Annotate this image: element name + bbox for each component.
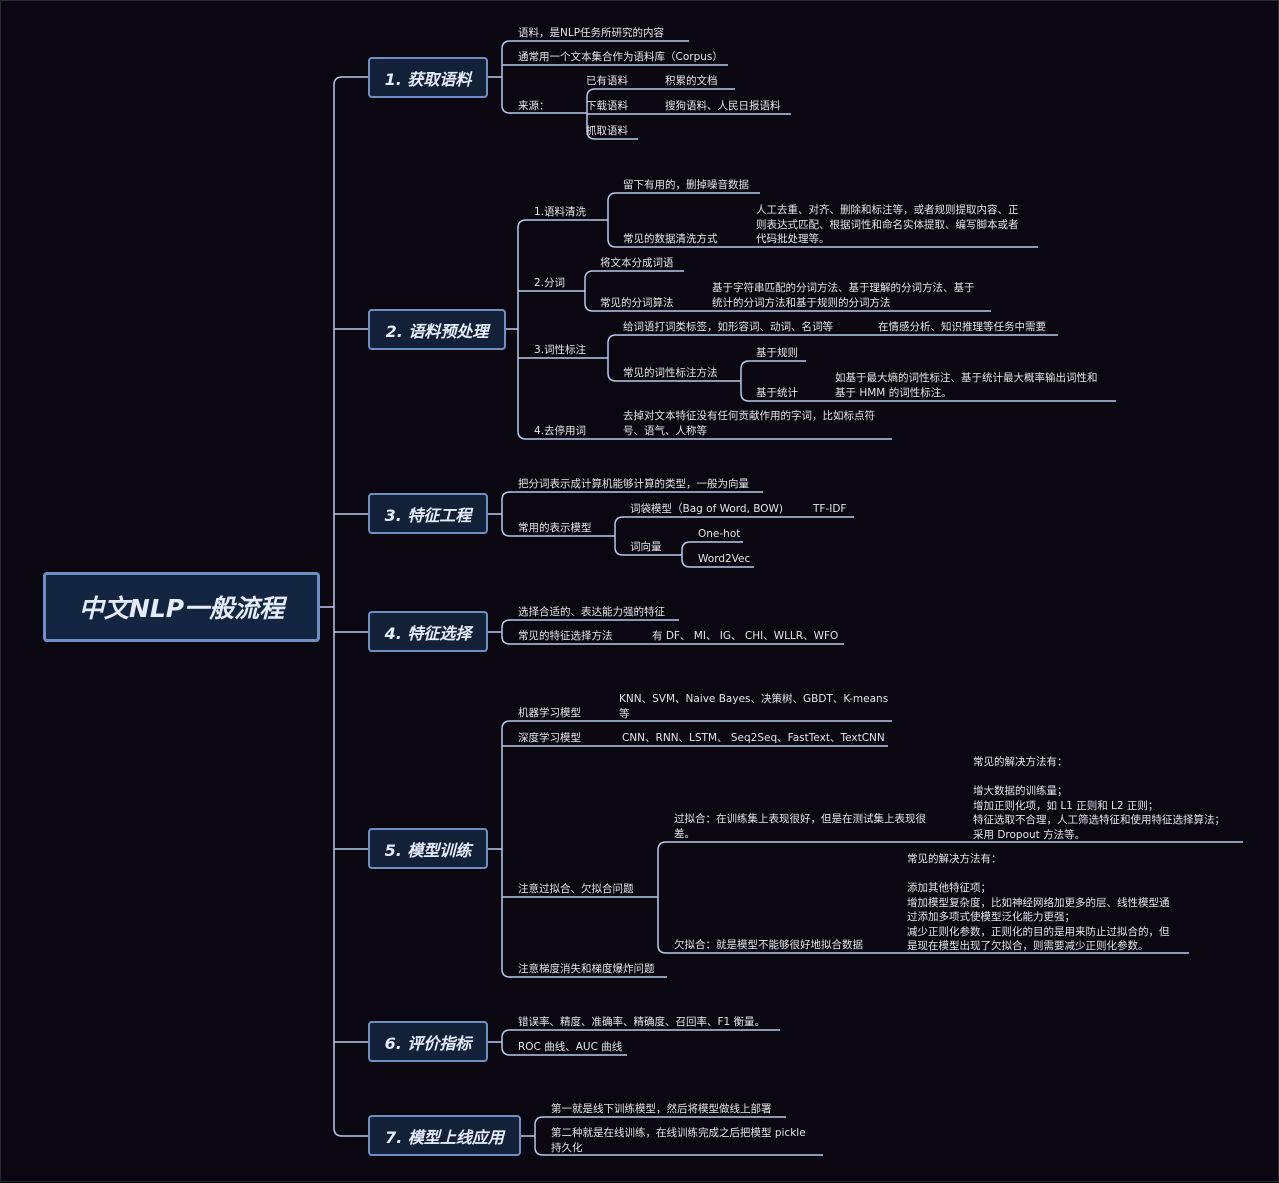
topic-label[interactable]: 第一就是线下训练模型，然后将模型做线上部署: [551, 1103, 772, 1115]
topic-label[interactable]: 3.词性标注: [534, 344, 587, 356]
root-label: 中文NLP一般流程: [78, 594, 285, 623]
branch-title: 2. 语料预处理: [385, 321, 489, 341]
topic-label[interactable]: 通常用一个文本集合作为语料库（Corpus）: [518, 51, 723, 63]
branch-node-1[interactable]: 1. 获取语料: [368, 57, 488, 98]
topic-label[interactable]: 语料，是NLP任务所研究的内容: [518, 27, 665, 39]
topic-label[interactable]: 来源：: [518, 100, 550, 112]
branch-title: 7. 模型上线应用: [385, 1127, 504, 1147]
branch-title: 4. 特征选择: [384, 623, 472, 643]
topic-label[interactable]: 下载语料: [586, 100, 628, 112]
topic-detail[interactable]: 搜狗语料、人民日报语料: [665, 100, 781, 112]
topic-label[interactable]: 留下有用的，删掉噪音数据: [623, 179, 749, 191]
topic-label[interactable]: 把分词表示成计算机能够计算的类型，一般为向量: [518, 478, 749, 490]
topic-label[interactable]: 欠拟合：就是模型不能够很好地拟合数据: [674, 939, 863, 951]
topic-label[interactable]: 词袋模型（Bag of Word, BOW): [630, 503, 784, 515]
branch-node-3[interactable]: 3. 特征工程: [368, 493, 488, 534]
topic-label[interactable]: 常见的分词算法: [600, 297, 674, 309]
topic-detail[interactable]: TF-IDF: [813, 503, 847, 515]
topic-label[interactable]: One-hot: [698, 528, 741, 540]
topic-label[interactable]: ROC 曲线、AUC 曲线: [518, 1041, 623, 1053]
topic-label[interactable]: 机器学习模型: [518, 707, 581, 719]
topic-label[interactable]: 深度学习模型: [518, 732, 581, 744]
topic-label[interactable]: 常见的特征选择方法: [518, 630, 613, 642]
topic-label[interactable]: 过拟合：在训练集上表现很好，但是在测试集上表现很 差。: [674, 813, 926, 840]
topic-label[interactable]: 已有语料: [586, 75, 628, 87]
topic-detail[interactable]: 如基于最大熵的词性标注、基于统计最大概率输出词性和 基于 HMM 的词性标注。: [835, 372, 1098, 399]
branch-node-5[interactable]: 5. 模型训练: [368, 828, 488, 869]
topic-label[interactable]: 常见的词性标注方法: [623, 367, 718, 379]
branch-title: 5. 模型训练: [384, 840, 472, 860]
topic-label[interactable]: 常用的表示模型: [518, 522, 592, 534]
topic-detail[interactable]: 基于字符串匹配的分词方法、基于理解的分词方法、基于 统计的分词方法和基于规则的分…: [712, 282, 975, 309]
topic-label[interactable]: 基于统计: [756, 387, 798, 399]
topic-label[interactable]: 给词语打词类标签，如形容词、动词、名词等: [623, 321, 833, 333]
topic-label[interactable]: 注意过拟合、欠拟合问题: [518, 883, 634, 895]
topic-label[interactable]: 错误率、精度、准确率、精确度、召回率、F1 衡量。: [518, 1016, 766, 1028]
branch-node-7[interactable]: 7. 模型上线应用: [368, 1115, 521, 1156]
topic-detail[interactable]: 人工去重、对齐、删除和标注等，或者规则提取内容、正 则表达式匹配、根据词性和命名…: [756, 204, 1019, 245]
topic-detail[interactable]: 在情感分析、知识推理等任务中需要: [878, 321, 1046, 333]
topic-detail[interactable]: 积累的文档: [665, 75, 718, 87]
branch-title: 6. 评价指标: [384, 1033, 472, 1053]
topic-label[interactable]: 词向量: [630, 541, 662, 553]
topic-detail[interactable]: 去掉对文本特征没有任何贡献作用的字词，比如标点符 号、语气、人称等: [623, 410, 875, 437]
branch-node-2[interactable]: 2. 语料预处理: [368, 309, 506, 350]
topic-label[interactable]: 4.去停用词: [534, 425, 587, 437]
topic-detail[interactable]: KNN、SVM、Naive Bayes、决策树、GBDT、K-means 等: [619, 693, 889, 720]
topic-detail[interactable]: 有 DF、 MI、 IG、 CHI、WLLR、WFO: [652, 630, 839, 642]
branch-title: 1. 获取语料: [384, 69, 472, 89]
topic-detail[interactable]: 常见的解决方法有： 添加其他特征项； 增加模型复杂度，比如神经网络加更多的层、线…: [907, 853, 1170, 952]
topic-detail[interactable]: 常见的解决方法有： 增大数据的训练量； 增加正则化项，如 L1 正则和 L2 正…: [973, 756, 1225, 841]
branch-node-6[interactable]: 6. 评价指标: [368, 1021, 488, 1062]
topic-detail[interactable]: CNN、RNN、LSTM、 Seq2Seq、FastText、TextCNN: [622, 732, 885, 744]
topic-label[interactable]: 2.分词: [534, 277, 566, 289]
topic-label[interactable]: 抓取语料: [586, 125, 628, 137]
topic-label[interactable]: 1.语料清洗: [534, 206, 587, 218]
branch-node-4[interactable]: 4. 特征选择: [368, 611, 488, 652]
topic-label[interactable]: 注意梯度消失和梯度爆炸问题: [518, 963, 655, 975]
topic-label[interactable]: 基于规则: [756, 347, 798, 359]
root-node[interactable]: 中文NLP一般流程: [43, 572, 320, 642]
topic-label[interactable]: 常见的数据清洗方式: [623, 233, 718, 245]
topic-label[interactable]: Word2Vec: [698, 553, 751, 565]
branch-title: 3. 特征工程: [384, 505, 472, 525]
topic-label[interactable]: 将文本分成词语: [600, 257, 674, 269]
topic-label[interactable]: 第二种就是在线训练，在线训练完成之后把模型 pickle 持久化: [551, 1127, 806, 1154]
topic-label[interactable]: 选择合适的、表达能力强的特征: [518, 606, 665, 618]
